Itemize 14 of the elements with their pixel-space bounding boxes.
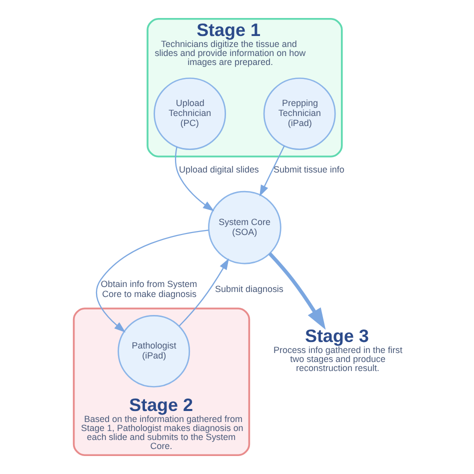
node-text: Stage 3 Process info gathered in the first two stages and produce reconstruction result.	[272, 326, 402, 374]
arrow	[178, 258, 228, 326]
node-circle: Pathologist (iPad)	[117, 315, 190, 388]
arrow	[259, 146, 284, 196]
arrow	[174, 146, 214, 212]
node-circle: Prepping Technician (iPad)	[262, 78, 336, 150]
arrow	[268, 252, 326, 330]
edge-label: Obtain info from System Core to make diagnosis	[100, 278, 197, 299]
node-circle: System Core (SOA)	[208, 190, 281, 264]
edge-label: Submit tissue info	[272, 164, 344, 175]
arrow	[96, 230, 208, 332]
edge-label: Submit diagnosis	[214, 284, 283, 294]
edge-label: Upload digital slides	[178, 164, 258, 175]
node-circle: Upload Technician (PC)	[153, 78, 226, 150]
